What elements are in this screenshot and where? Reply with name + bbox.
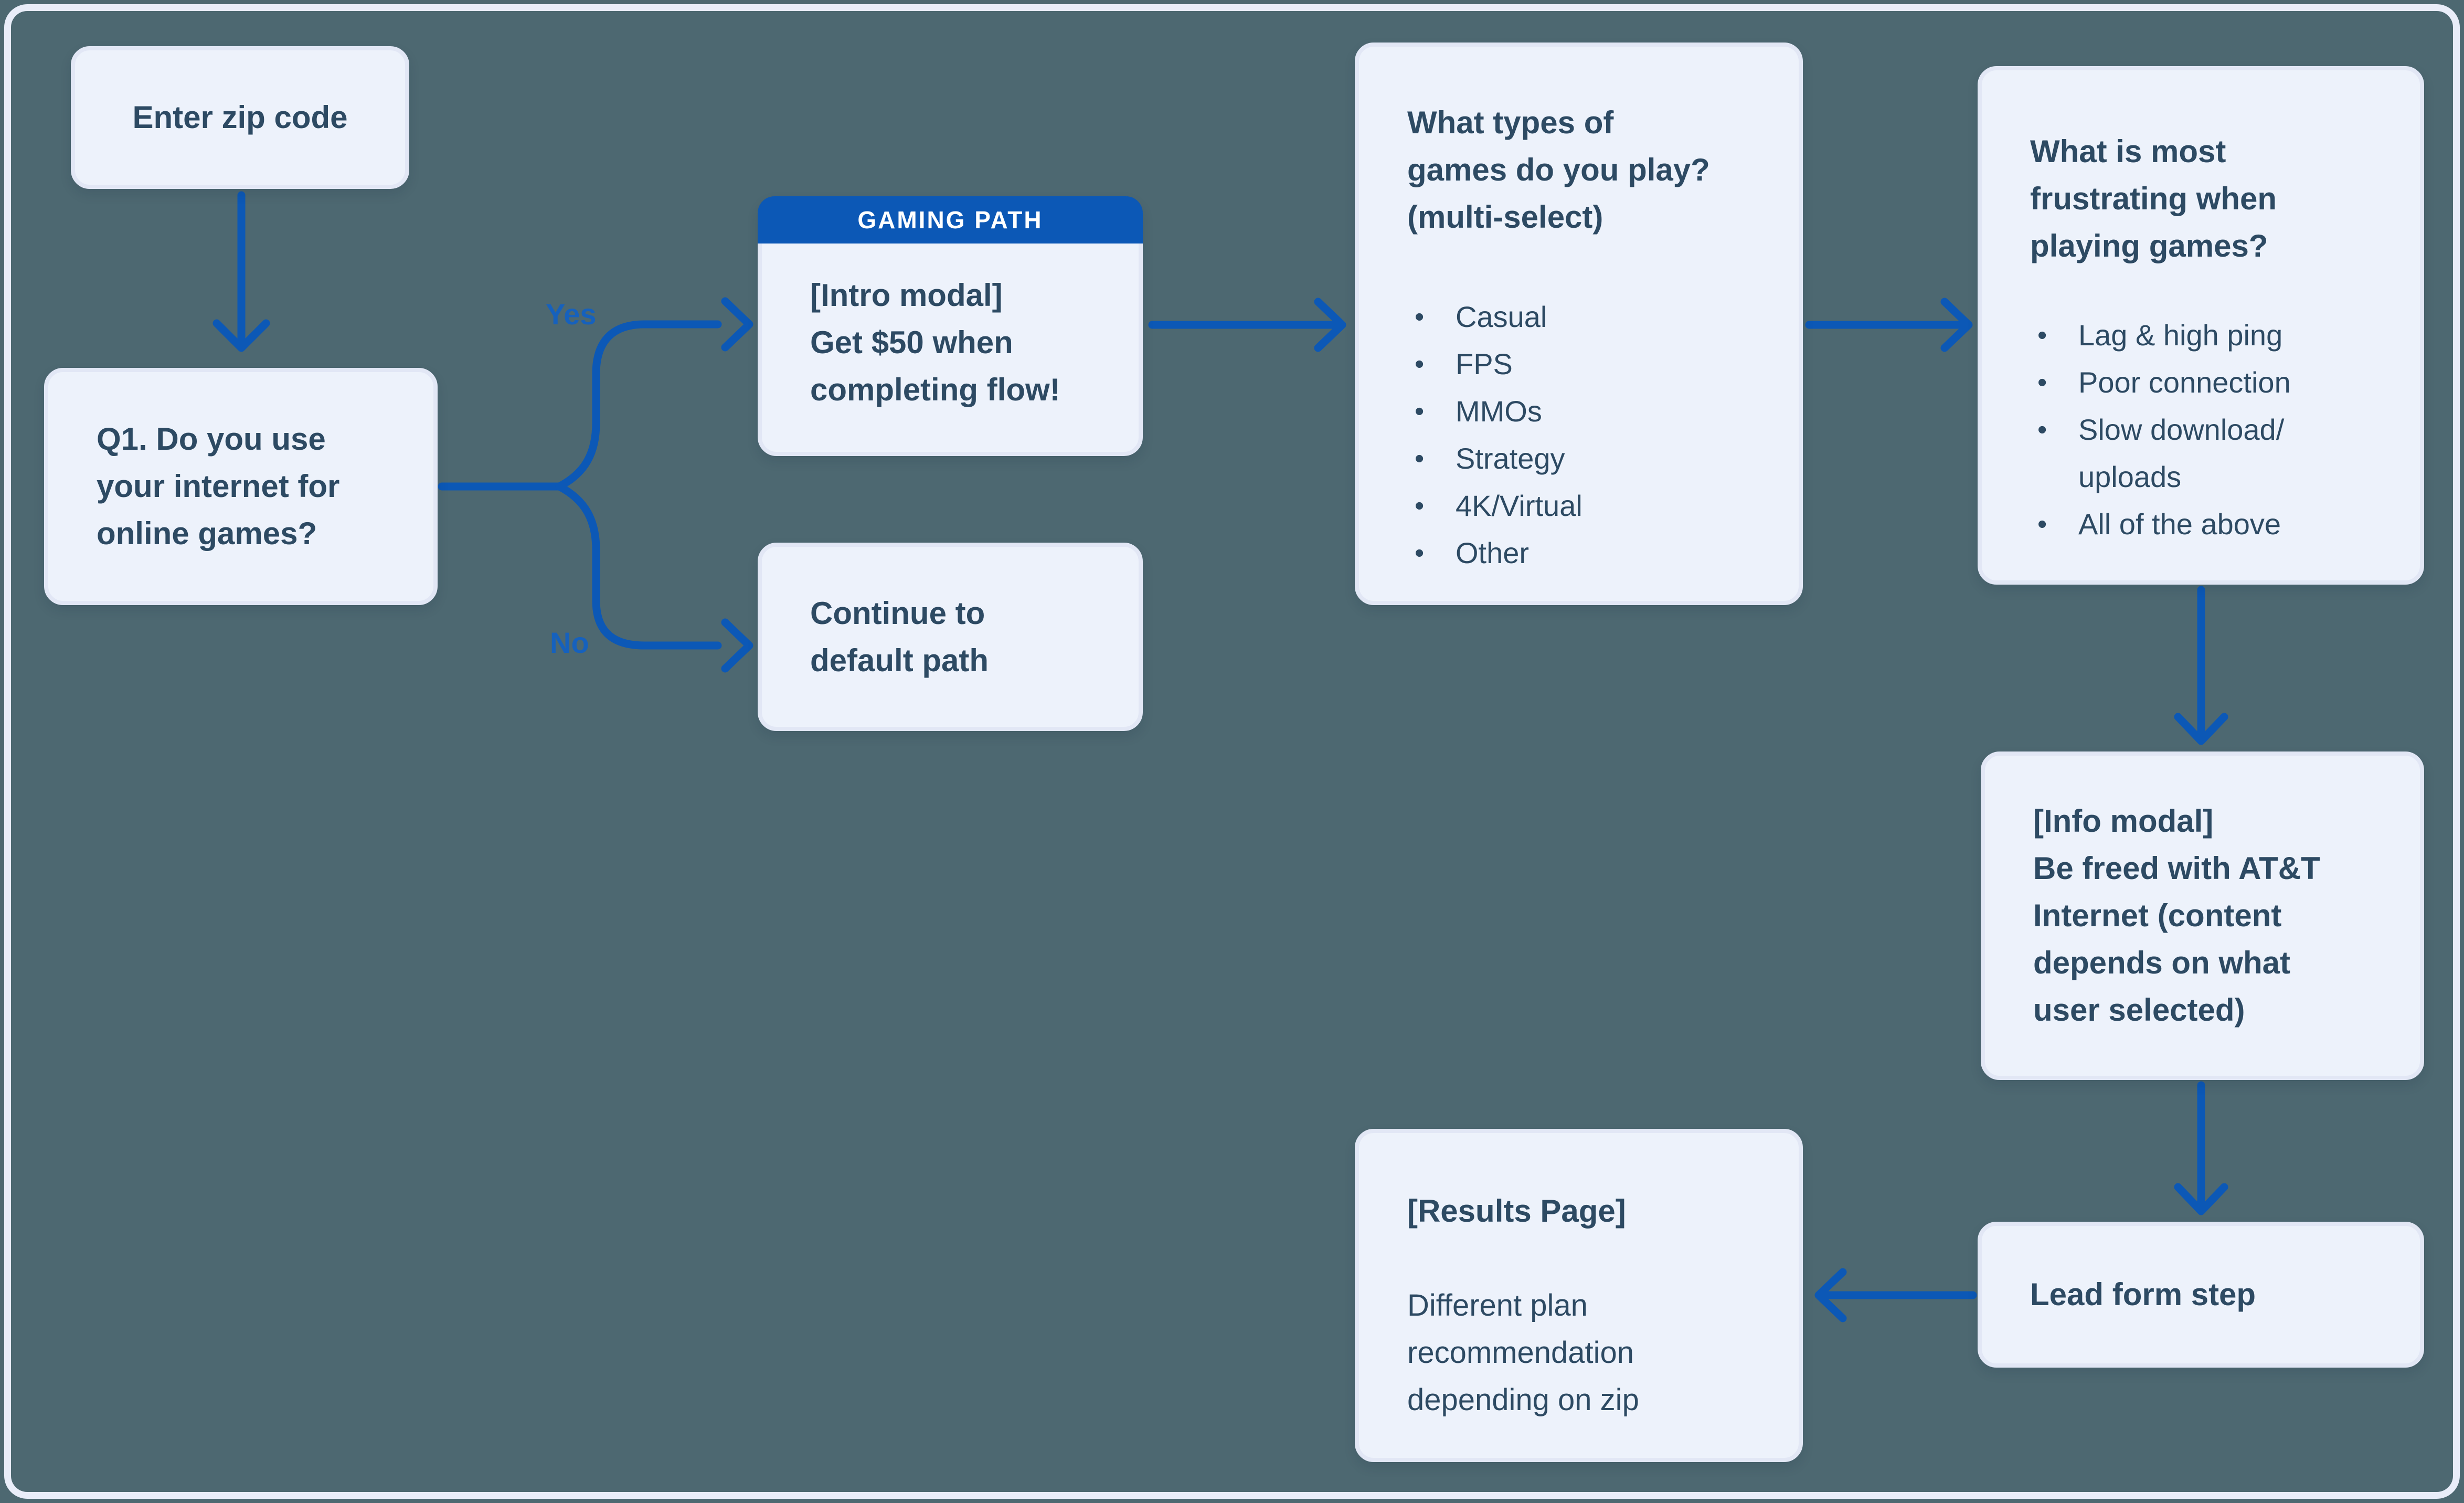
list-item: FPS	[1407, 341, 1750, 388]
node-game-types-title: What types of games do you play? (multi-…	[1407, 105, 1710, 235]
list-item: All of the above	[2030, 501, 2372, 548]
node-info-modal: [Info modal] Be freed with AT&T Internet…	[1981, 752, 2424, 1080]
node-lead-form: Lead form step	[1978, 1222, 2424, 1368]
list-item: Lag & high ping	[2030, 312, 2372, 359]
node-q1-title: Q1. Do you use your internet for online …	[97, 421, 340, 551]
edge-zip-to-q1	[213, 191, 270, 352]
list-item: 4K/Virtual	[1407, 482, 1750, 530]
list-item: Strategy	[1407, 435, 1750, 482]
branch-label-yes: Yes	[546, 298, 597, 331]
node-info-modal-title: [Info modal] Be freed with AT&T Internet…	[2033, 803, 2320, 1028]
list-item: Other	[1407, 530, 1750, 577]
node-enter-zip: Enter zip code	[71, 46, 409, 189]
gaming-path-header-bar: GAMING PATH	[758, 196, 1143, 244]
node-gaming-path: GAMING PATH [Intro modal] Get $50 when c…	[758, 196, 1143, 456]
node-enter-zip-title: Enter zip code	[132, 100, 348, 135]
node-q1: Q1. Do you use your internet for online …	[44, 368, 438, 605]
edge-games-to-frustrations	[1805, 298, 1973, 352]
node-gaming-path-body: [Intro modal] Get $50 when completing fl…	[810, 277, 1060, 407]
node-default-path: Continue to default path	[758, 543, 1143, 731]
node-lead-form-title: Lead form step	[2030, 1277, 2256, 1312]
game-types-list: Casual FPS MMOs Strategy 4K/Virtual Othe…	[1407, 293, 1750, 577]
list-item: Slow download/ uploads	[2030, 406, 2372, 501]
node-results-page-body: Different plan recommendation depending …	[1407, 1288, 1639, 1417]
node-frustrations: What is most frustrating when playing ga…	[1978, 66, 2424, 585]
node-game-types: What types of games do you play? (multi-…	[1355, 43, 1803, 605]
list-item: Casual	[1407, 293, 1750, 341]
node-default-path-title: Continue to default path	[810, 595, 989, 678]
branch-label-no: No	[550, 626, 589, 659]
edge-gaming-to-games	[1148, 298, 1346, 352]
node-frustrations-title: What is most frustrating when playing ga…	[2030, 134, 2277, 263]
edge-lead-to-results	[1814, 1268, 1977, 1322]
node-results-page: [Results Page] Different plan recommenda…	[1355, 1129, 1803, 1462]
list-item: MMOs	[1407, 388, 1750, 435]
list-item: Poor connection	[2030, 359, 2372, 406]
node-results-page-title: [Results Page]	[1407, 1193, 1626, 1229]
frustrations-list: Lag & high ping Poor connection Slow dow…	[2030, 312, 2372, 548]
edge-frustrations-to-info	[2174, 586, 2228, 745]
edge-info-to-lead	[2174, 1081, 2228, 1215]
